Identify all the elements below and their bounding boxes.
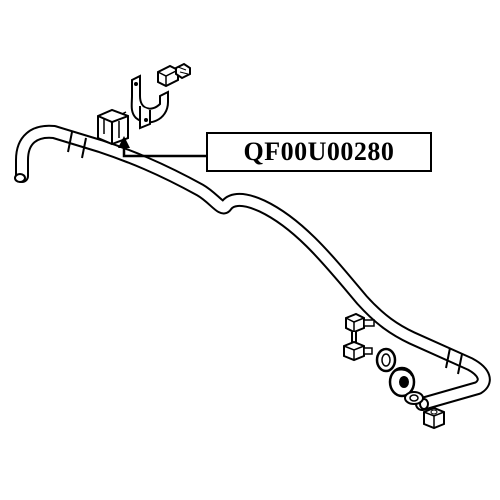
part-number-callout: QF00U00280 bbox=[206, 132, 432, 172]
part-number-label: QF00U00280 bbox=[243, 137, 395, 166]
link-rubber-bushing bbox=[388, 366, 416, 398]
bushing-bracket bbox=[130, 74, 169, 130]
stabilizer-link bbox=[343, 312, 375, 362]
link-lower-nut bbox=[423, 406, 445, 430]
link-retainer bbox=[404, 391, 424, 405]
bracket-bolt bbox=[157, 62, 191, 88]
stabilizer-bar bbox=[14, 124, 491, 411]
link-washer bbox=[375, 347, 397, 373]
callout-arrowhead bbox=[118, 136, 130, 148]
callout-leader bbox=[118, 136, 206, 158]
stabilizer-bar-bushing bbox=[97, 108, 129, 146]
